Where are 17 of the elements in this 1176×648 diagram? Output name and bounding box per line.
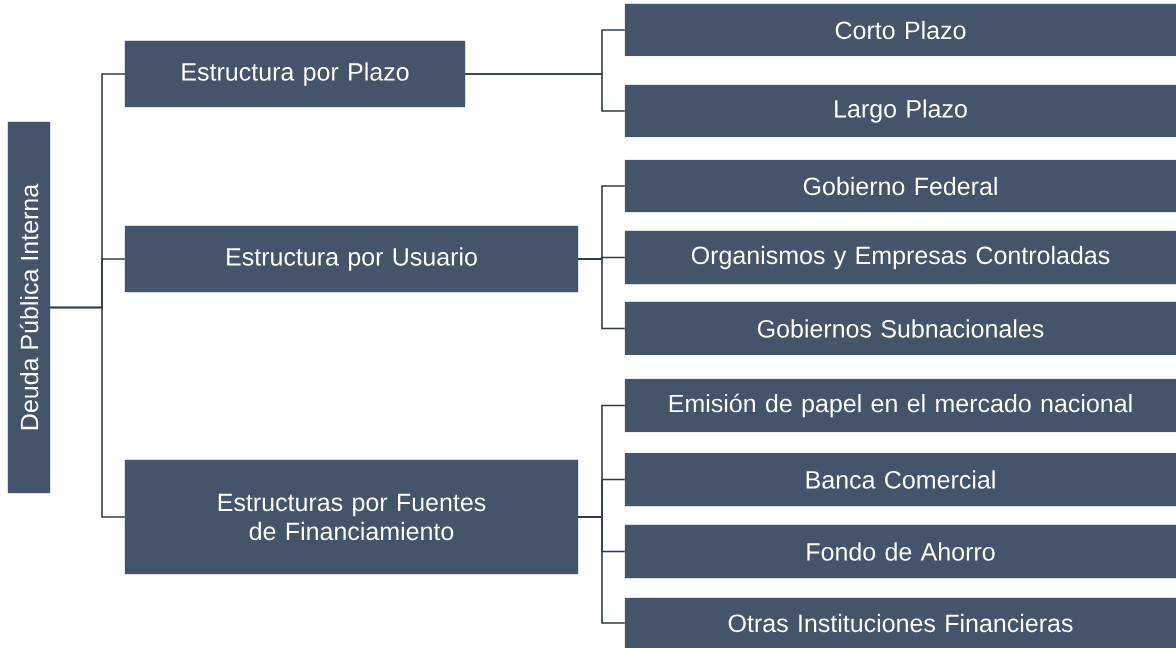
item-box: Otras Instituciones Financieras (624, 597, 1176, 648)
item-box: Gobierno Federal (624, 159, 1176, 213)
connector-line (577, 258, 626, 330)
connector-line (577, 516, 626, 624)
connector-line (49, 306, 126, 518)
category-box: Estructura por Usuario (124, 225, 579, 293)
item-box: Corto Plazo (624, 3, 1176, 57)
item-box: Gobiernos Subnacionales (624, 301, 1176, 356)
root-box: Deuda Pública Interna (7, 121, 51, 494)
category-box: Estructura por Plazo (124, 40, 466, 108)
item-box: Organismos y Empresas Controladas (624, 230, 1176, 285)
category-box: Estructuras por Fuentes de Financiamiento (124, 459, 579, 575)
item-box: Emisión de papel en el mercado nacional (624, 378, 1176, 433)
item-box: Largo Plazo (624, 84, 1176, 138)
connector-line (464, 73, 626, 112)
item-box: Fondo de Ahorro (624, 524, 1176, 579)
item-box: Banca Comercial (624, 452, 1176, 507)
